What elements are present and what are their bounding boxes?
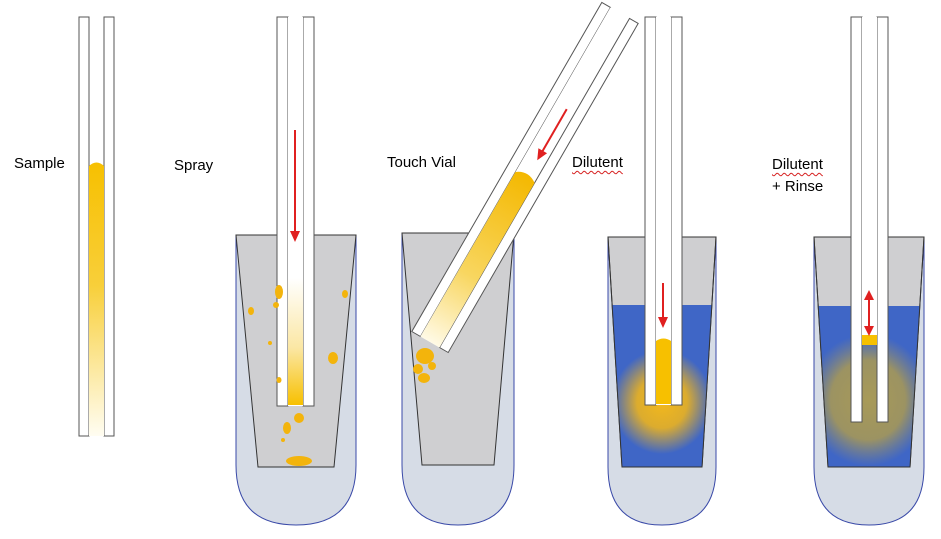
label-sample: Sample: [14, 155, 65, 172]
sample-liquid: [420, 171, 535, 348]
step-sample: [78, 16, 115, 437]
up-down-arrow-icon-head-up: [864, 290, 874, 300]
sample-liquid: [288, 278, 303, 405]
pipette-wall-right: [103, 16, 115, 437]
down-arrow-icon: [540, 108, 568, 153]
label-dilutent-rinse-line1: Dilutent: [772, 156, 823, 173]
step-dilutent: [607, 16, 717, 526]
pipette-bore: [862, 17, 877, 335]
label-spray: Spray: [174, 157, 214, 174]
pipette-wall-left: [850, 16, 863, 423]
label-dilutent: Dilutent: [572, 154, 623, 171]
step-spray: [235, 16, 357, 526]
up-down-arrow-icon-head-down: [864, 326, 874, 336]
pipette-bore: [656, 17, 671, 405]
pipette-wall-left: [644, 16, 657, 406]
sample-liquid: [89, 162, 104, 436]
step-dilutent-rinse: [813, 16, 925, 526]
label-dilutent-rinse: Dilutent + Rinse: [772, 154, 823, 198]
pipette-wall-right: [438, 17, 639, 354]
pipette-wall-left: [276, 16, 289, 407]
sample-liquid: [862, 335, 877, 345]
label-touch-vial: Touch Vial: [387, 154, 456, 171]
step-touch-vial: [401, 1, 639, 526]
down-arrow-icon-head: [537, 148, 548, 161]
spray-droplets: [248, 285, 348, 466]
down-arrow-icon-head: [658, 317, 668, 328]
pipette-wall-left: [411, 1, 612, 338]
pipette-wall-left: [78, 16, 90, 437]
touch-droplet: [413, 348, 436, 383]
pipette-wall-right: [670, 16, 683, 406]
pipette-wall-right: [876, 16, 889, 423]
tilted-pipette: [411, 1, 639, 354]
pipette-wall-right: [302, 16, 315, 407]
sample-liquid: [656, 338, 671, 404]
mixed-cloud: [814, 334, 924, 466]
down-arrow-icon-head: [290, 231, 300, 242]
label-dilutent-rinse-line2: + Rinse: [772, 178, 824, 195]
